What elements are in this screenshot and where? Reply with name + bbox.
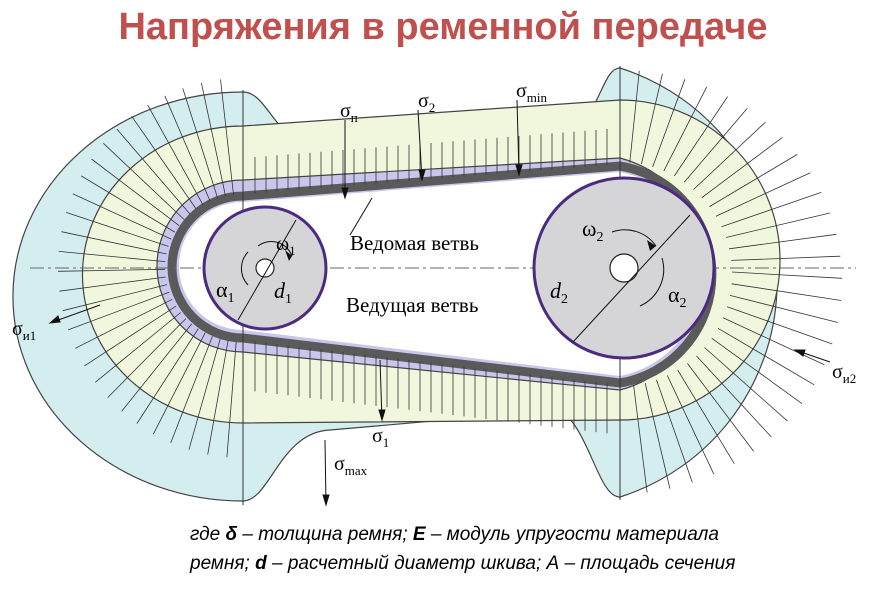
hatch-line	[62, 284, 168, 312]
hatch-line	[709, 154, 798, 207]
caption: где δ – толщина ремня; E – модуль упруго…	[190, 520, 735, 578]
belt	[167, 161, 717, 388]
hatch-line	[59, 276, 166, 292]
hatch-line	[95, 312, 181, 383]
label-omega-2: ω2	[582, 216, 603, 245]
label-d-1: d1	[274, 278, 292, 307]
hatch-line	[656, 379, 693, 483]
label-d-2: d2	[550, 278, 568, 307]
hatch-line	[726, 306, 833, 345]
hatch-line	[729, 295, 838, 323]
stress-hatching	[57, 70, 843, 493]
hatch-line	[116, 128, 191, 215]
alpha-2-arc	[639, 257, 665, 307]
hatch-line	[170, 335, 213, 444]
hatch-line	[58, 251, 166, 262]
hatch-line	[717, 327, 815, 386]
label-alpha-2: α2	[668, 282, 687, 311]
hatch-line	[91, 158, 180, 226]
hatch-line	[75, 298, 173, 349]
dimension-arrows	[48, 99, 831, 507]
hatch-line	[725, 212, 830, 238]
omega-2-arc	[611, 229, 657, 247]
hatch-line	[164, 95, 211, 202]
hatch-line	[57, 268, 166, 272]
hatch-line	[701, 137, 783, 198]
hatch-line	[629, 70, 640, 163]
hatch-line	[673, 96, 728, 177]
hatch-line	[147, 104, 204, 205]
label-driving-branch: Ведущая ветвь	[346, 293, 478, 317]
hatch-line	[721, 192, 822, 228]
hatch-line	[663, 86, 708, 172]
large-pulley-hub	[609, 253, 639, 283]
hatch-line	[677, 369, 735, 464]
label-omega-1: ω1	[276, 233, 296, 258]
hatch-line	[61, 231, 167, 255]
hatch-line	[67, 291, 170, 331]
hatch-line	[103, 143, 185, 220]
hatch-line	[693, 121, 766, 190]
label-sigma-max: σmax	[334, 453, 368, 478]
hatch-line	[182, 88, 218, 199]
hatch-line	[633, 385, 648, 493]
hatch-line	[696, 355, 772, 438]
omega-1-arrowhead	[285, 250, 292, 261]
hatch-line	[65, 212, 169, 247]
hatch-line	[188, 338, 221, 450]
hatch-line	[731, 255, 841, 261]
caption-line-1: где δ – толщина ремня; E – модуль упруго…	[190, 524, 719, 545]
small-pulley-arc	[241, 251, 249, 286]
label-sigma-min: σmin	[516, 80, 548, 105]
hatch-line	[683, 108, 748, 183]
hatch-line	[704, 347, 788, 422]
hatch-line	[731, 271, 843, 279]
hatch-line	[136, 328, 199, 424]
label-alpha-1: α1	[216, 277, 235, 306]
small-pulley-diameter	[237, 219, 297, 321]
hatch-line	[220, 79, 234, 195]
omega-1-arc	[257, 241, 293, 257]
page-title: Напряжения в ременной передаче	[118, 6, 768, 48]
label-sigma-i2: σи2	[832, 361, 856, 386]
hatch-line	[722, 317, 825, 366]
hatch-line	[644, 383, 671, 489]
hatch-line	[131, 116, 197, 210]
large-pulley-diameter	[572, 214, 691, 343]
caption-line-2: ремня; d – расчетный диаметр шкива; А – …	[190, 553, 736, 574]
hatch-line	[666, 375, 715, 475]
label-sigma-n: σп	[340, 100, 358, 125]
hatch-line	[201, 82, 226, 196]
hatch-line	[715, 172, 811, 217]
hatch-line	[207, 340, 229, 455]
hatch-line	[711, 337, 803, 404]
hatch-line	[152, 332, 206, 435]
hatch-line	[121, 323, 193, 412]
label-sigma-1: σ1	[372, 425, 389, 450]
hatch-line	[72, 193, 172, 240]
hatch-line	[226, 341, 237, 458]
label-driven-branch: Ведомая ветвь	[350, 231, 479, 255]
small-pulley-hub	[255, 258, 275, 278]
hatch-line	[107, 318, 187, 398]
hatch-line	[729, 233, 837, 250]
hatch-line	[80, 175, 176, 233]
hatch-line	[641, 73, 663, 165]
hatch-line	[687, 363, 754, 452]
label-sigma-i1: σи1	[12, 318, 36, 343]
hatch-line	[652, 79, 686, 168]
hatch-line	[731, 283, 842, 301]
hatch-line	[84, 305, 177, 367]
label-sigma-2: σ2	[418, 90, 435, 115]
omega-2-arrowhead	[647, 240, 656, 251]
